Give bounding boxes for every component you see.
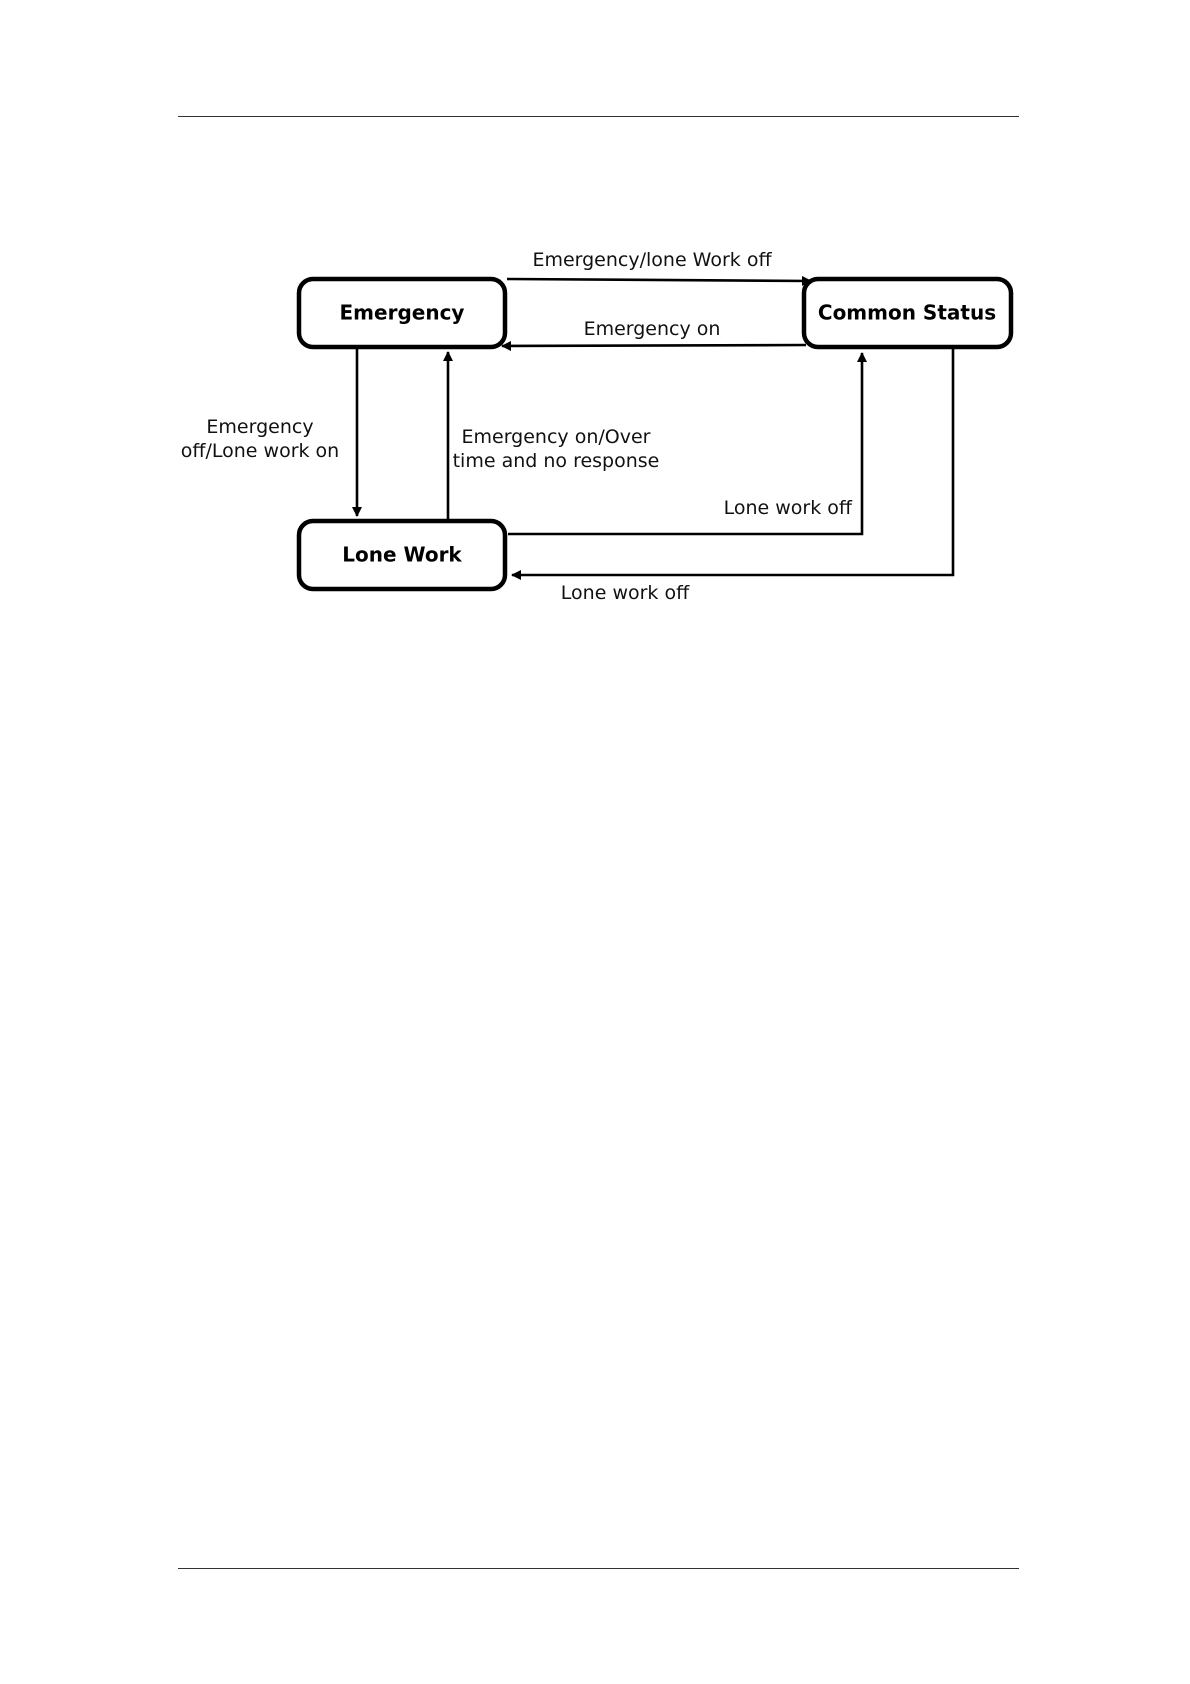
- state-lone-work-label: Lone Work: [342, 543, 462, 567]
- label-common-to-lone: Lone work off: [561, 582, 690, 604]
- edge-emergency-to-common-status: [507, 279, 811, 281]
- label-lone-to-emergency-line2: time and no response: [453, 450, 660, 472]
- label-lone-to-emergency-line1: Emergency on/Over: [462, 426, 651, 448]
- label-emergency-to-common: Emergency/lone Work off: [532, 249, 772, 271]
- state-lone-work: Lone Work: [299, 521, 505, 589]
- label-emergency-to-lone-line1: Emergency: [206, 416, 313, 438]
- state-common-status: Common Status: [804, 279, 1011, 347]
- state-common-status-label: Common Status: [818, 301, 996, 325]
- label-common-to-emergency: Emergency on: [584, 318, 721, 340]
- label-lone-to-common: Lone work off: [724, 497, 853, 519]
- edge-common-status-to-emergency: [502, 345, 806, 346]
- state-emergency: Emergency: [299, 279, 505, 347]
- state-emergency-label: Emergency: [340, 301, 465, 325]
- label-emergency-to-lone-line2: off/Lone work on: [181, 440, 339, 462]
